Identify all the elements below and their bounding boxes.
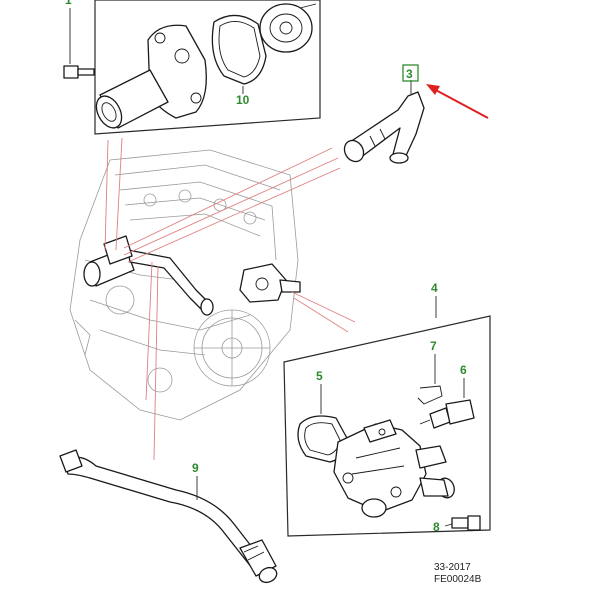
- callout-5: 5: [316, 369, 323, 383]
- retaining-clip: [417, 354, 443, 405]
- thermostat: [259, 3, 317, 53]
- callout-10: 10: [236, 93, 250, 107]
- illustration-code: FE00024B: [434, 574, 482, 585]
- section-number: 33-2017: [434, 562, 471, 573]
- callout-3-highlight: [402, 64, 419, 82]
- coolant-outlet-housing: [333, 419, 455, 518]
- callout-8: 8: [433, 520, 440, 534]
- housing-bolt: [63, 65, 95, 79]
- callout-1: 1: [65, 0, 72, 7]
- callout-9: 9: [192, 461, 199, 475]
- lower-right-inset: [283, 296, 491, 537]
- reference-lines: [104, 137, 356, 461]
- callout-6: 6: [460, 363, 467, 377]
- housing-bolt-lower: [444, 515, 481, 531]
- coolant-elbow-hose: [343, 80, 425, 164]
- callout-3: 3: [406, 67, 413, 81]
- upper-inset: [63, 0, 321, 135]
- callout-7: 7: [430, 339, 437, 353]
- engine-block: [69, 149, 299, 421]
- thermostat-housing: [95, 24, 207, 129]
- coolant-temperature-sensor: [419, 378, 475, 429]
- lower-coolant-hose: [59, 449, 278, 584]
- red-arrow-icon: [426, 84, 489, 119]
- callout-4: 4: [431, 281, 438, 295]
- engine-mounted-hoses: [83, 235, 301, 316]
